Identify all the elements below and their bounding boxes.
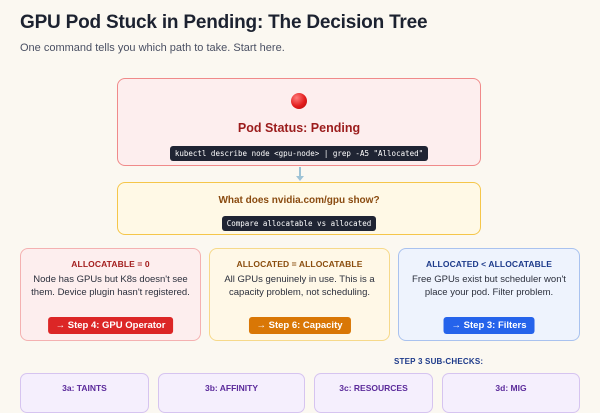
branch-allocated-equals-allocatable: ALLOCATED = ALLOCATABLE All GPUs genuine… [209,248,390,341]
red-circle-icon [291,93,307,109]
subcheck-title: 3b: AFFINITY [204,383,259,393]
subcheck-mig[interactable]: 3d: MIG [442,373,580,413]
question-title: What does nvidia.com/gpu show? [218,195,380,206]
kubectl-command: kubectl describe node <gpu-node> | grep … [169,146,429,161]
branch-title: ALLOCATED = ALLOCATABLE [236,259,363,269]
branch-description: All GPUs genuinely in use. This is a cap… [224,274,375,298]
compare-command: Compare allocatable vs allocated [221,216,377,231]
branch-description: Node has GPUs but K8s doesn't see them. … [31,274,190,298]
question-box: What does nvidia.com/gpu show? Compare a… [117,182,481,235]
subcheck-affinity[interactable]: 3b: AFFINITY [158,373,305,413]
subcheck-title: 3d: MIG [495,383,527,393]
subcheck-title: 3a: TAINTS [62,383,107,393]
connector-line [299,167,301,177]
branch-allocatable-zero: ALLOCATABLE = 0 Node has GPUs but K8s do… [20,248,201,341]
subchecks-heading: STEP 3 SUB-CHECKS: [394,357,484,366]
step-4-gpu-operator-button[interactable]: → Step 4: GPU Operator [47,317,174,334]
step-6-capacity-button[interactable]: → Step 6: Capacity [248,317,351,334]
branch-title: ALLOCATABLE = 0 [71,259,150,269]
subcheck-title: 3c: RESOURCES [339,383,408,393]
page-subtitle: One command tells you which path to take… [20,42,285,54]
pod-status-title: Pod Status: Pending [237,121,361,135]
step-3-filters-button[interactable]: → Step 3: Filters [443,317,535,334]
arrow-down-icon [296,176,304,181]
page-title: GPU Pod Stuck in Pending: The Decision T… [20,12,428,33]
pod-status-box: Pod Status: Pending kubectl describe nod… [117,78,481,166]
branch-allocated-less-than-allocatable: ALLOCATED < ALLOCATABLE Free GPUs exist … [398,248,580,341]
branch-description: Free GPUs exist but scheduler won't plac… [412,274,566,298]
branch-title: ALLOCATED < ALLOCATABLE [426,259,552,269]
subcheck-resources[interactable]: 3c: RESOURCES [314,373,433,413]
subcheck-taints[interactable]: 3a: TAINTS [20,373,149,413]
